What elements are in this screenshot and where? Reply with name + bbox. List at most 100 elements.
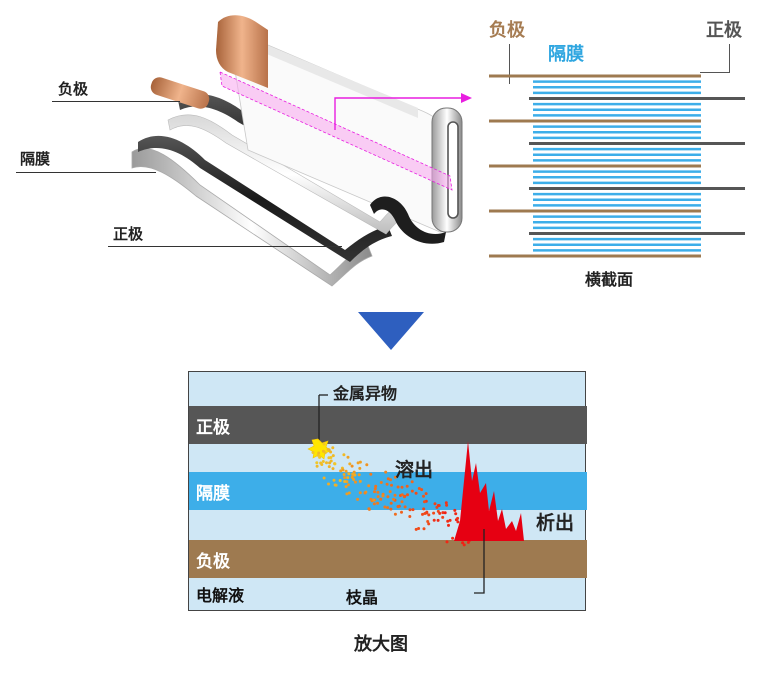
dissolved-particle-dot (350, 475, 354, 479)
dissolved-particle-dot (339, 469, 343, 473)
dissolved-particle-dot (358, 491, 362, 495)
down-triangle (358, 312, 424, 350)
dissolved-particle-dot (456, 516, 460, 520)
dissolved-particle-dot (384, 470, 388, 474)
dissolved-particle-dot (400, 500, 404, 504)
dissolved-particle-dot (383, 505, 387, 509)
dissolved-particle-dot (346, 476, 350, 480)
dissolved-particle-dot (433, 502, 437, 506)
dissolved-particle-dot (379, 497, 383, 501)
dissolved-particle-dot (346, 455, 350, 459)
dissolved-particle-dot (342, 453, 346, 457)
dissolved-particle-dot (410, 480, 414, 484)
separator-layer-label: 隔膜 (196, 484, 230, 504)
dissolved-particle-dot (400, 485, 404, 489)
dissolved-particle-dot (358, 466, 362, 470)
dissolved-particle-dot (426, 520, 430, 523)
dissolved-particle-dot (445, 503, 449, 507)
dissolved-particle-dot (331, 446, 335, 450)
dissolved-particle-dot (331, 467, 335, 471)
black-coating-lower (138, 135, 392, 262)
dissolved-particle-dot (338, 479, 342, 482)
dissolved-particle-dot (436, 518, 440, 522)
dissolved-particle-dot (437, 504, 441, 507)
dissolved-particle-dot (427, 522, 431, 526)
dissolved-particle-dot (408, 508, 412, 512)
dendrite-label: 枝晶 (346, 588, 379, 607)
dissolved-particle-dot (347, 472, 351, 476)
dissolved-particle-dot (411, 508, 415, 512)
dissolved-particle-dot (351, 472, 355, 476)
dissolved-particle-dot (406, 493, 409, 497)
dissolved-particle-dot (448, 518, 452, 522)
dissolved-particle-dot (396, 505, 400, 508)
dissolved-particle-dot (315, 464, 319, 468)
dissolved-particle-dot (322, 476, 326, 480)
dissolved-particle-dot (311, 451, 315, 454)
dissolved-particle-dot (325, 461, 328, 465)
dissolved-particle-dot (327, 482, 330, 486)
dissolved-particle-dot (372, 498, 376, 502)
dissolved-particle-dot (333, 462, 337, 466)
xs-leader-positive (729, 44, 730, 72)
dissolved-particle-dot (454, 512, 458, 516)
dissolved-particle-dot (327, 465, 331, 469)
dissolved-particle-dot (347, 491, 351, 495)
dissolved-particle-dot (443, 511, 447, 515)
negative-layer-label: 负极 (196, 552, 230, 572)
dissolved-particle-dot (392, 497, 396, 501)
xs-label-separator: 隔膜 (548, 44, 584, 65)
dissolved-particle-dot (331, 454, 335, 458)
roll-label-separator: 隔膜 (20, 150, 51, 168)
dissolved-particle-dot (358, 460, 362, 464)
dissolved-particle-dot (420, 488, 424, 492)
dissolved-particle-dot (400, 510, 403, 514)
dissolved-particle-dot (358, 479, 362, 483)
magnified-illustration (307, 394, 524, 594)
roll-curl (370, 196, 446, 244)
dissolved-particle-dot (321, 449, 325, 453)
xs-label-positive: 正极 (706, 20, 742, 41)
magnified-caption: 放大图 (354, 634, 408, 655)
dissolved-particle-dot (376, 490, 380, 494)
dissolved-particle-dot (427, 513, 431, 517)
dissolved-particle-dot (346, 483, 350, 487)
dissolved-particle-dot (367, 484, 371, 488)
roll-label-negative: 负极 (58, 80, 89, 98)
dissolved-particle-dot (334, 483, 338, 487)
dissolve-label: 溶出 (395, 459, 434, 481)
dissolved-particle-dot (332, 478, 336, 482)
dissolved-particle-dot (344, 485, 348, 489)
dissolved-particle-dot (444, 501, 448, 505)
dissolved-particle-dot (317, 451, 321, 455)
dissolved-particle-dot (354, 480, 357, 484)
dissolved-particle-dot (356, 461, 360, 465)
dissolved-particle-dot (345, 480, 349, 484)
dissolved-particle-dot (367, 507, 371, 511)
dendrite-leader (474, 529, 485, 594)
dissolved-particle-dot (447, 523, 450, 527)
roll-label-positive: 正极 (113, 225, 144, 243)
dissolved-particle-dot (417, 527, 421, 530)
dissolved-particle-dot (318, 455, 322, 459)
dissolved-particle-dot (445, 540, 449, 544)
dissolved-particle-dot (386, 477, 390, 481)
dissolved-particle-dot (400, 493, 404, 497)
dissolved-particle-dot (329, 450, 333, 454)
dissolved-particle-dot (348, 462, 352, 466)
pink-arrow (334, 97, 462, 130)
electrolyte-label: 电解液 (196, 586, 245, 605)
dissolved-particle-dot (466, 540, 470, 544)
dissolved-particle-dot (432, 511, 436, 515)
dissolved-particle-dot (396, 485, 400, 489)
dissolved-particle-dot (329, 456, 333, 459)
dissolved-particle-dot (402, 495, 406, 499)
dissolved-particle-dot (461, 541, 465, 545)
positive-layer-label: 正极 (196, 418, 230, 438)
dissolved-particle-dot (386, 495, 390, 499)
dissolved-particle-dot (451, 536, 455, 540)
dissolved-particle-dot (421, 512, 424, 516)
dissolved-particle-dot (390, 483, 393, 487)
dissolved-particle-dot (343, 476, 347, 480)
dissolved-particle-dot (381, 494, 385, 498)
